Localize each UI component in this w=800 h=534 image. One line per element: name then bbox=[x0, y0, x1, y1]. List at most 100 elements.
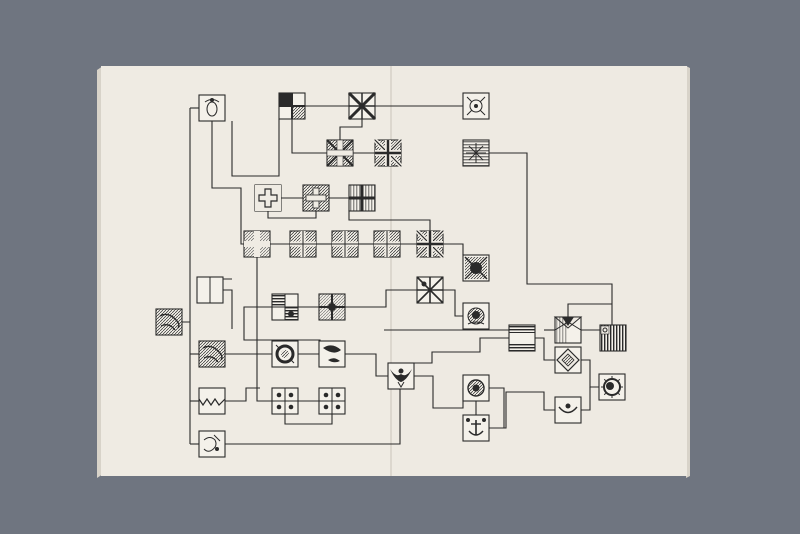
connector-line bbox=[443, 289, 463, 317]
flag-node bbox=[598, 373, 626, 401]
connector-line bbox=[489, 391, 555, 429]
connector-line bbox=[348, 210, 431, 231]
connector-line bbox=[581, 359, 599, 388]
horizontal-stripes-icon bbox=[509, 325, 535, 351]
flag-node bbox=[554, 346, 582, 374]
leaf-emblem-icon bbox=[323, 345, 341, 363]
sun-disc-icon bbox=[601, 376, 623, 398]
patterned-cross-icon bbox=[349, 185, 375, 211]
connector-line bbox=[567, 303, 612, 317]
flag-node bbox=[462, 414, 490, 442]
cross-disc-icon bbox=[319, 294, 345, 320]
flag-node-frame bbox=[554, 396, 582, 424]
saltire-cross-icon bbox=[347, 91, 377, 121]
flag-nodes bbox=[155, 91, 627, 458]
rayed-cross-icon bbox=[374, 231, 400, 257]
connector-line bbox=[225, 389, 401, 445]
house-tile-icon bbox=[553, 316, 583, 343]
starburst-cross-icon bbox=[416, 276, 444, 304]
seal-emblem-icon bbox=[467, 379, 485, 397]
flag-node bbox=[462, 254, 490, 282]
connector-lines bbox=[169, 105, 613, 445]
connector-line bbox=[211, 121, 244, 245]
wreath-emblem-icon bbox=[467, 307, 485, 325]
flag-node bbox=[599, 324, 627, 352]
zigzag-icon bbox=[198, 397, 226, 407]
flag-node bbox=[348, 184, 376, 212]
flag-node bbox=[554, 396, 582, 424]
flag-node bbox=[462, 302, 490, 330]
connector-line bbox=[225, 387, 260, 402]
connector-line bbox=[345, 353, 388, 377]
union-cross-icon bbox=[326, 139, 354, 167]
flag-node bbox=[553, 316, 583, 344]
dotted-cross-icon bbox=[272, 388, 298, 414]
union-jack-icon bbox=[415, 229, 445, 259]
flag-node bbox=[326, 139, 354, 167]
flag-node bbox=[155, 308, 183, 336]
open-book bbox=[97, 66, 690, 478]
connector-line bbox=[223, 289, 233, 329]
anchor-emblem-icon bbox=[466, 418, 486, 436]
flag-node-frame bbox=[198, 387, 226, 415]
crescent-tile-icon bbox=[558, 403, 578, 414]
sunburst-star-icon bbox=[463, 140, 489, 166]
connector-line bbox=[489, 152, 613, 325]
rayed-cross-icon bbox=[332, 231, 358, 257]
flag-node bbox=[198, 430, 226, 458]
star-cross-icon bbox=[272, 294, 298, 320]
vertical-stripes-icon bbox=[600, 325, 626, 351]
connector-line bbox=[443, 243, 464, 255]
connector-line bbox=[345, 289, 417, 308]
greek-cross-icon bbox=[303, 185, 329, 211]
ornate-emblem-icon bbox=[464, 256, 488, 280]
connector-line bbox=[231, 119, 280, 177]
connector-line bbox=[291, 119, 327, 154]
flag-node bbox=[508, 324, 536, 352]
flag-node bbox=[462, 139, 490, 167]
flag-node-frame bbox=[198, 430, 226, 458]
connector-line bbox=[284, 414, 333, 425]
flag-node bbox=[198, 387, 226, 415]
textured-square-icon bbox=[156, 309, 182, 335]
flag-node bbox=[387, 362, 415, 390]
connector-line bbox=[414, 337, 509, 364]
flag-node bbox=[271, 387, 299, 415]
dotted-cross-icon bbox=[319, 388, 345, 414]
flag-node bbox=[318, 293, 346, 321]
cross-grid-icon bbox=[244, 231, 270, 257]
flag-node bbox=[254, 184, 282, 212]
flag-node bbox=[289, 230, 317, 258]
textured-square-icon bbox=[199, 341, 225, 367]
connector-line bbox=[256, 257, 272, 402]
flag-node bbox=[331, 230, 359, 258]
flag-node-frame bbox=[318, 340, 346, 368]
flag-node bbox=[318, 387, 346, 415]
union-jack-icon bbox=[373, 138, 403, 168]
flag-node bbox=[243, 230, 271, 258]
flag-node bbox=[271, 293, 299, 321]
flag-node bbox=[373, 230, 401, 258]
flag-node bbox=[416, 276, 444, 304]
diamond-tile-icon bbox=[556, 348, 580, 372]
connector-line bbox=[339, 119, 363, 140]
flag-node bbox=[462, 92, 490, 120]
quartered-flag-icon bbox=[279, 93, 305, 119]
flag-node bbox=[198, 340, 226, 368]
flag-node bbox=[373, 138, 403, 168]
flag-node bbox=[462, 374, 490, 402]
eagle-icon bbox=[390, 368, 412, 388]
wreath-ring-icon bbox=[275, 344, 295, 364]
flag-node bbox=[415, 229, 445, 259]
flag-node bbox=[347, 91, 377, 121]
figure-sketch-icon bbox=[203, 434, 221, 452]
crest-icon bbox=[204, 98, 220, 117]
rayed-cross-icon bbox=[290, 231, 316, 257]
flag-node bbox=[278, 92, 306, 120]
flag-node bbox=[302, 184, 330, 212]
crowned-ornament-icon bbox=[466, 96, 486, 116]
right-page bbox=[391, 66, 687, 476]
flag-node bbox=[271, 340, 299, 368]
connector-line bbox=[535, 337, 555, 361]
